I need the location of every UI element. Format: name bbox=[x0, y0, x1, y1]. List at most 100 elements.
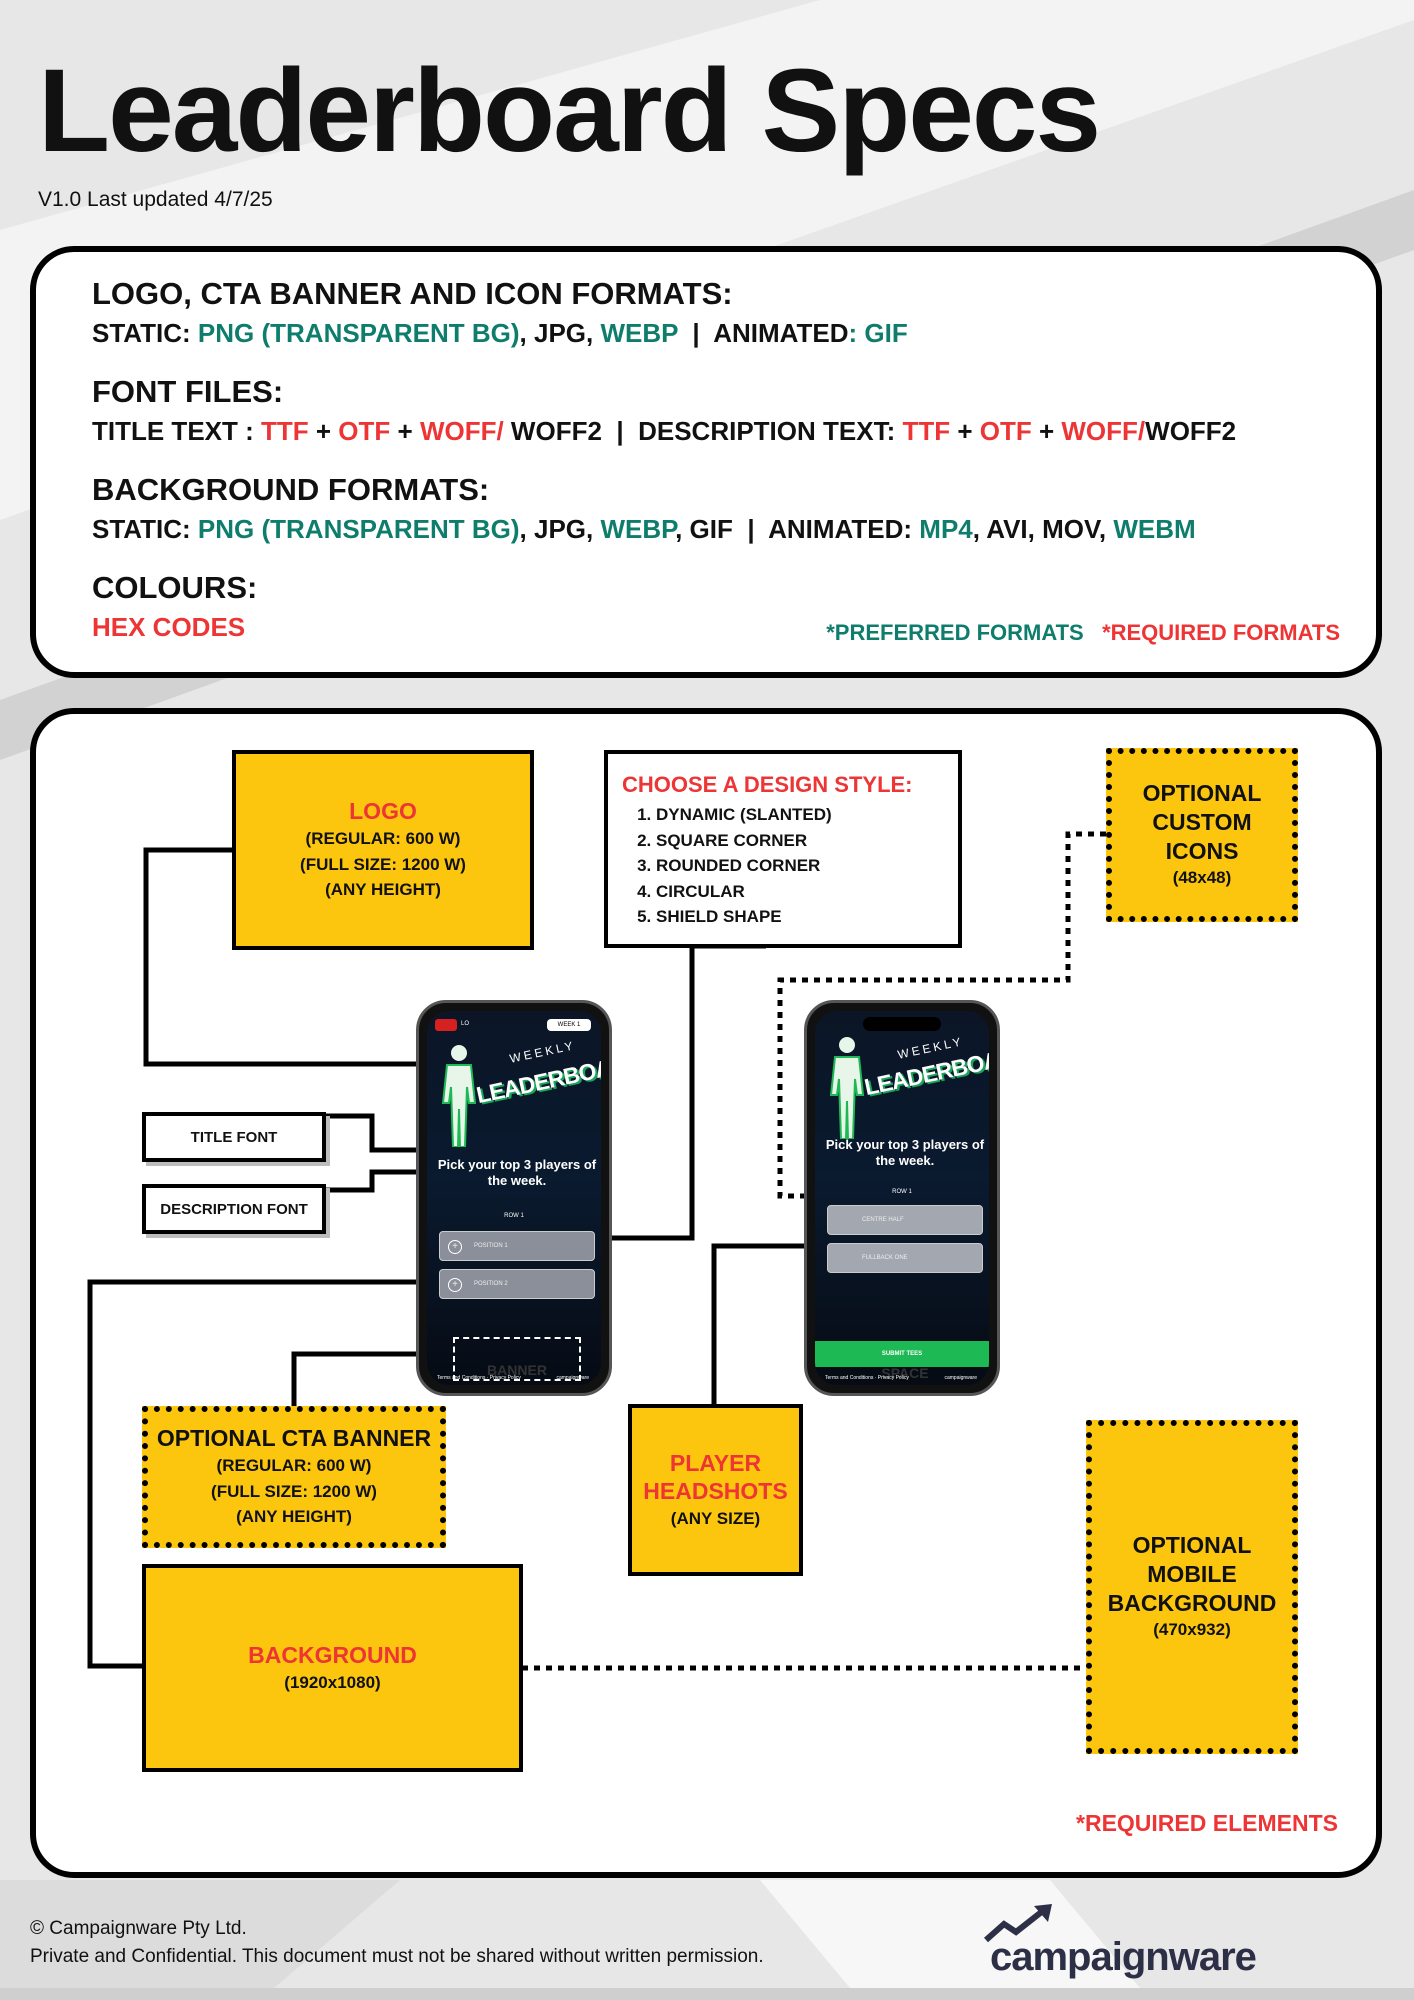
confidential-text: Private and Confidential. This document … bbox=[30, 1945, 764, 1967]
description-font-box: DESCRIPTION FONT bbox=[142, 1184, 326, 1234]
divider: | bbox=[601, 416, 639, 446]
weekly-label: WEEKLY bbox=[508, 1038, 577, 1066]
plus-sign: + bbox=[308, 416, 339, 446]
background-box: BACKGROUND (1920x1080) bbox=[142, 1564, 523, 1772]
copyright-text: © Campaignware Pty Ltd. bbox=[30, 1918, 247, 1939]
logo-spec-line: (FULL SIZE: 1200 W) bbox=[300, 854, 466, 874]
space-placeholder: SPACE bbox=[881, 1365, 929, 1381]
ttf-format: TTF bbox=[902, 416, 951, 446]
phone-mockup-desktop-style: LO WEEK 1 WEEKLY LEADERBOARD Pick your t… bbox=[416, 1000, 612, 1396]
background-formats-line: STATIC: PNG (TRANSPARENT BG), JPG, WEBP,… bbox=[92, 514, 1196, 545]
mobile-background-box: OPTIONAL MOBILE BACKGROUND (470x932) bbox=[1086, 1420, 1298, 1754]
webp-format: WEBP bbox=[600, 514, 676, 544]
formats-card: LOGO, CTA BANNER AND ICON FORMATS: STATI… bbox=[30, 246, 1382, 678]
divider: | bbox=[677, 318, 714, 348]
footer-legal: © Campaignware Pty Ltd. Private and Conf… bbox=[30, 1915, 764, 1970]
design-style-list: DYNAMIC (SLANTED) SQUARE CORNER ROUNDED … bbox=[622, 802, 944, 930]
mobile-background-size: (470x932) bbox=[1153, 1620, 1231, 1640]
logo-spec-box: LOGO (REGULAR: 600 W) (FULL SIZE: 1200 W… bbox=[232, 750, 534, 950]
custom-icons-box: OPTIONAL CUSTOM ICONS (48x48) bbox=[1106, 748, 1298, 922]
logo-spec-line: (ANY HEIGHT) bbox=[325, 880, 441, 900]
gif-format: : GIF bbox=[848, 318, 908, 348]
background-formats-heading: BACKGROUND FORMATS: bbox=[92, 472, 490, 507]
logo-spec-line: (REGULAR: 600 W) bbox=[305, 829, 461, 849]
webp-format: WEBP bbox=[600, 318, 678, 348]
logo-placeholder bbox=[435, 1019, 457, 1031]
banner-placeholder: BANNER bbox=[453, 1337, 581, 1381]
divider: | bbox=[732, 514, 769, 544]
plus-sign: + bbox=[1031, 416, 1062, 446]
pick-description: Pick your top 3 players of the week. bbox=[437, 1157, 597, 1188]
plus-sign: + bbox=[950, 416, 980, 446]
hex-codes-label: HEX CODES bbox=[92, 612, 246, 642]
design-style-item: ROUNDED CORNER bbox=[656, 853, 944, 879]
phone-footer-links[interactable]: Terms and Conditions · Privacy Policy bbox=[437, 1375, 521, 1381]
week-select[interactable]: WEEK 1 bbox=[547, 1019, 591, 1031]
background-size: (1920x1080) bbox=[284, 1672, 381, 1692]
cta-banner-spec-line: (FULL SIZE: 1200 W) bbox=[211, 1481, 377, 1501]
player-headshots-heading: PLAYER HEADSHOTS bbox=[643, 1449, 788, 1505]
jpg-format: , JPG, bbox=[519, 514, 601, 544]
required-elements-note: *REQUIRED ELEMENTS bbox=[1076, 1810, 1338, 1836]
add-icon: + bbox=[448, 1240, 462, 1254]
png-format: PNG (TRANSPARENT BG) bbox=[197, 318, 520, 348]
position-field[interactable]: FULLBACK ONE bbox=[827, 1243, 983, 1273]
otf-format: OTF bbox=[338, 416, 391, 446]
cta-banner-heading: OPTIONAL CTA BANNER bbox=[156, 1425, 432, 1452]
background-heading: BACKGROUND bbox=[248, 1641, 417, 1668]
position-field[interactable]: + POSITION 1 bbox=[439, 1231, 595, 1261]
design-style-item: SQUARE CORNER bbox=[656, 828, 944, 854]
position-label: POSITION 2 bbox=[474, 1281, 508, 1287]
otf-format: OTF bbox=[979, 416, 1032, 446]
static-label: STATIC: bbox=[92, 514, 198, 544]
woff2-format: WOFF2 bbox=[1145, 416, 1237, 446]
required-formats-note: *REQUIRED FORMATS bbox=[1102, 620, 1340, 645]
colours-heading: COLOURS: bbox=[92, 570, 258, 605]
topbar-text: LO bbox=[461, 1021, 470, 1027]
position-label: CENTRE HALF bbox=[862, 1217, 904, 1223]
font-files-line: TITLE TEXT : TTF + OTF + WOFF/ WOFF2 | D… bbox=[92, 416, 1236, 447]
player-silhouette-icon bbox=[829, 1037, 865, 1139]
title-text-label: TITLE TEXT : bbox=[92, 416, 261, 446]
phone-mockup-mobile-style: WEEKLY LEADERBOARD Pick your top 3 playe… bbox=[804, 1000, 1000, 1396]
preferred-formats-note: *PREFERRED FORMATS bbox=[826, 620, 1084, 645]
design-style-item: DYNAMIC (SLANTED) bbox=[656, 802, 944, 828]
phone-screen: WEEKLY LEADERBOARD Pick your top 3 playe… bbox=[815, 1011, 989, 1385]
woff2-format: WOFF2 bbox=[503, 416, 602, 446]
submit-button[interactable]: SUBMIT TEES bbox=[815, 1341, 989, 1367]
design-style-item: SHIELD SHAPE bbox=[656, 904, 944, 930]
design-style-box: CHOOSE A DESIGN STYLE: DYNAMIC (SLANTED)… bbox=[604, 750, 962, 948]
title-font-box: TITLE FONT bbox=[142, 1112, 326, 1162]
mobile-background-heading: OPTIONAL MOBILE BACKGROUND bbox=[1107, 1532, 1277, 1616]
pick-description: Pick your top 3 players of the week. bbox=[825, 1137, 985, 1168]
mp4-format: MP4 bbox=[919, 514, 973, 544]
phone-footer-brand: campaignware bbox=[556, 1375, 589, 1381]
cta-banner-spec-line: (ANY HEIGHT) bbox=[236, 1507, 352, 1527]
formats-legend: *PREFERRED FORMATS *REQUIRED FORMATS bbox=[826, 620, 1340, 646]
cta-banner-box: OPTIONAL CTA BANNER (REGULAR: 600 W) (FU… bbox=[142, 1406, 446, 1548]
cta-banner-spec-line: (REGULAR: 600 W) bbox=[216, 1456, 372, 1476]
phone-notch bbox=[863, 1017, 941, 1031]
plus-sign: + bbox=[390, 416, 420, 446]
version-label: V1.0 Last updated 4/7/25 bbox=[38, 188, 273, 211]
phone-footer-brand: campaignware bbox=[944, 1375, 977, 1381]
player-headshots-size: (ANY SIZE) bbox=[670, 1509, 761, 1528]
position-field[interactable]: + POSITION 2 bbox=[439, 1269, 595, 1299]
growth-arrow-icon bbox=[984, 1904, 1052, 1943]
avi-mov-format: , AVI, MOV, bbox=[972, 514, 1114, 544]
position-field[interactable]: CENTRE HALF bbox=[827, 1205, 983, 1235]
phone-footer-links[interactable]: Terms and Conditions · Privacy Policy bbox=[825, 1375, 909, 1381]
ttf-format: TTF bbox=[261, 416, 309, 446]
png-format: PNG (TRANSPARENT BG) bbox=[197, 514, 520, 544]
animated-label: ANIMATED bbox=[713, 318, 849, 348]
player-silhouette-icon bbox=[441, 1045, 477, 1147]
static-label: STATIC: bbox=[92, 318, 198, 348]
add-icon: + bbox=[448, 1278, 462, 1292]
row-label: ROW 1 bbox=[504, 1213, 524, 1219]
position-label: POSITION 1 bbox=[474, 1243, 508, 1249]
animated-label: ANIMATED: bbox=[768, 514, 920, 544]
position-label: FULLBACK ONE bbox=[862, 1255, 908, 1261]
webm-format: WEBM bbox=[1113, 514, 1196, 544]
design-style-item: CIRCULAR bbox=[656, 879, 944, 905]
campaignware-logo: campaignware bbox=[990, 1935, 1257, 1979]
